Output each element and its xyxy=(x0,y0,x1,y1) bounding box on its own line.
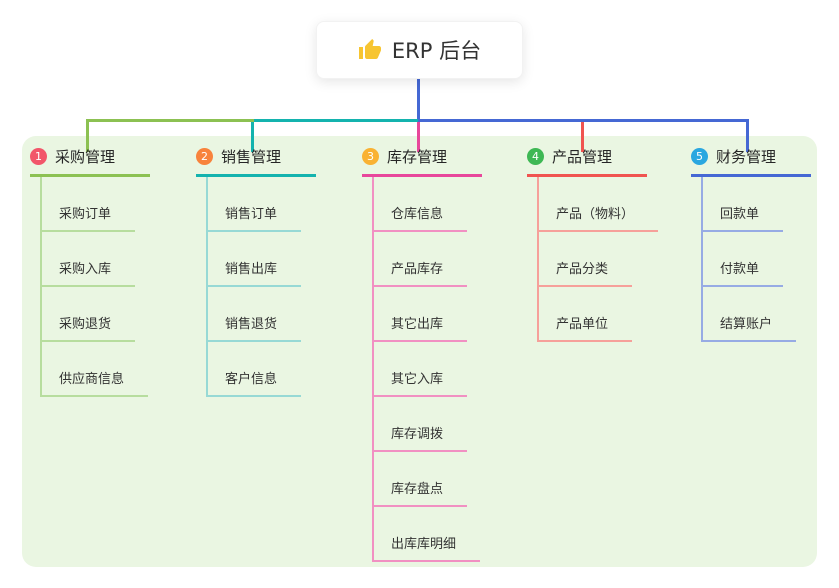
connector-drop-line xyxy=(417,122,420,152)
child-node[interactable]: 回款单 xyxy=(703,177,784,232)
child-node[interactable]: 库存调拨 xyxy=(374,397,468,452)
branch-children: 产品（物料）产品分类产品单位 xyxy=(537,177,659,342)
branch-finance: 5 财务管理 回款单付款单结算账户 xyxy=(691,146,811,342)
branch-sales: 2 销售管理 销售订单销售出库销售退货客户信息 xyxy=(196,146,316,397)
child-node[interactable]: 结算账户 xyxy=(703,287,797,342)
thumbs-up-icon xyxy=(358,38,382,62)
child-node[interactable]: 产品单位 xyxy=(539,287,633,342)
connector-rail-segment xyxy=(254,119,418,122)
branch-badge: 1 xyxy=(30,148,47,165)
child-node[interactable]: 库存盘点 xyxy=(374,452,468,507)
branch-node-label: 财务管理 xyxy=(716,148,777,166)
connector-rail-segment xyxy=(86,119,254,122)
root-node[interactable]: ERP 后台 xyxy=(316,21,523,79)
child-node[interactable]: 其它入库 xyxy=(374,342,468,397)
branch-children: 销售订单销售出库销售退货客户信息 xyxy=(206,177,316,397)
branch-inventory: 3 库存管理 仓库信息产品库存其它出库其它入库库存调拨库存盘点出库库明细 xyxy=(362,146,482,562)
child-node[interactable]: 销售退货 xyxy=(208,287,302,342)
child-node[interactable]: 产品库存 xyxy=(374,232,468,287)
branch-product: 4 产品管理 产品（物料）产品分类产品单位 xyxy=(527,146,659,342)
connector-rail-segment xyxy=(418,119,749,122)
connector-drop-line xyxy=(746,122,749,152)
branch-node[interactable]: 2 销售管理 xyxy=(196,146,316,177)
branch-badge: 5 xyxy=(691,148,708,165)
branch-node-label: 采购管理 xyxy=(55,148,116,166)
connector-drop-line xyxy=(251,122,254,152)
child-node[interactable]: 客户信息 xyxy=(208,342,302,397)
branch-children: 采购订单采购入库采购退货供应商信息 xyxy=(40,177,150,397)
root-node-label: ERP 后台 xyxy=(391,39,482,63)
child-node[interactable]: 仓库信息 xyxy=(374,177,468,232)
branch-badge: 4 xyxy=(527,148,544,165)
connector-drop-line xyxy=(86,122,89,152)
child-node[interactable]: 供应商信息 xyxy=(42,342,149,397)
branch-children: 仓库信息产品库存其它出库其它入库库存调拨库存盘点出库库明细 xyxy=(372,177,482,562)
branch-badge: 2 xyxy=(196,148,213,165)
child-node[interactable]: 产品（物料） xyxy=(539,177,659,232)
child-node[interactable]: 销售订单 xyxy=(208,177,302,232)
root-stem-line xyxy=(417,79,420,119)
branch-node-label: 产品管理 xyxy=(552,148,613,166)
child-node[interactable]: 采购退货 xyxy=(42,287,136,342)
branch-node-label: 库存管理 xyxy=(387,148,448,166)
branch-children: 回款单付款单结算账户 xyxy=(701,177,811,342)
branch-badge: 3 xyxy=(362,148,379,165)
child-node[interactable]: 采购订单 xyxy=(42,177,136,232)
child-node[interactable]: 销售出库 xyxy=(208,232,302,287)
branch-node[interactable]: 1 采购管理 xyxy=(30,146,150,177)
branch-purchase: 1 采购管理 采购订单采购入库采购退货供应商信息 xyxy=(30,146,150,397)
branch-node[interactable]: 3 库存管理 xyxy=(362,146,482,177)
connector-drop-line xyxy=(581,122,584,152)
child-node[interactable]: 付款单 xyxy=(703,232,784,287)
branch-node[interactable]: 5 财务管理 xyxy=(691,146,811,177)
branch-node[interactable]: 4 产品管理 xyxy=(527,146,647,177)
mindmap-canvas xyxy=(22,136,817,567)
branch-node-label: 销售管理 xyxy=(221,148,282,166)
child-node[interactable]: 采购入库 xyxy=(42,232,136,287)
child-node[interactable]: 出库库明细 xyxy=(374,507,481,562)
child-node[interactable]: 产品分类 xyxy=(539,232,633,287)
child-node[interactable]: 其它出库 xyxy=(374,287,468,342)
